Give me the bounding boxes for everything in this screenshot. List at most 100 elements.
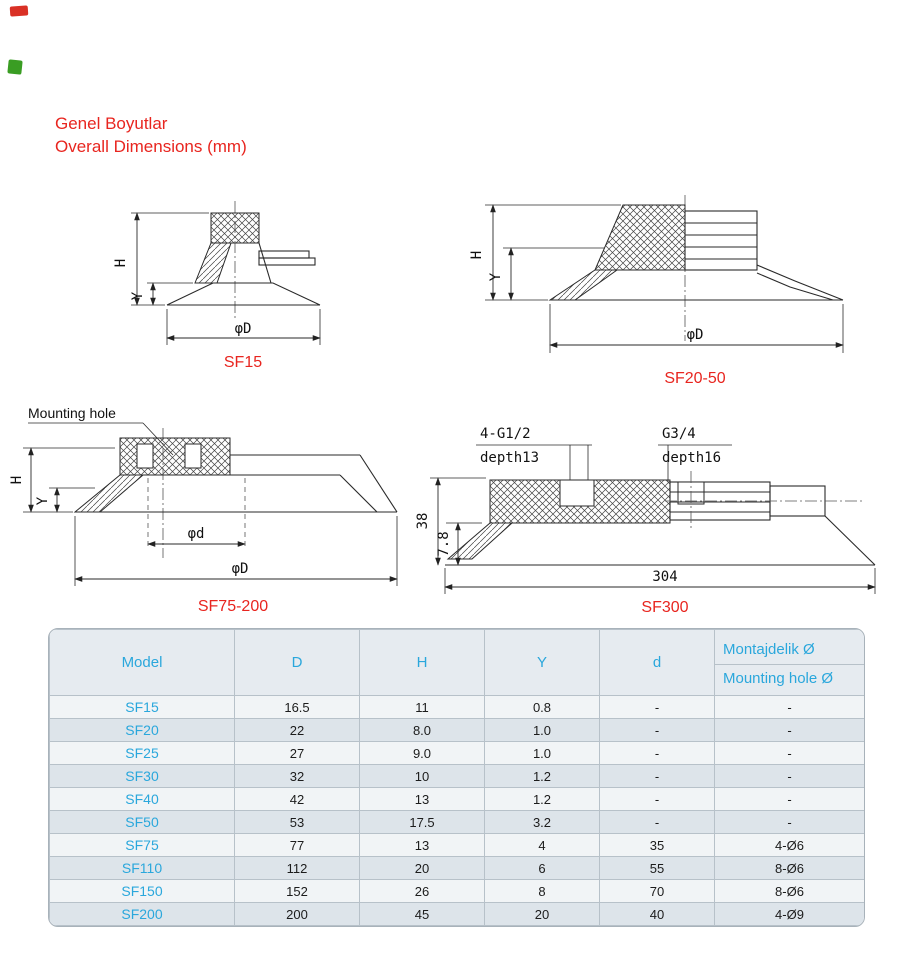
- table-row: SF25 27 9.0 1.0 - -: [49, 741, 864, 765]
- table-row: SF40 42 13 1.2 - -: [49, 787, 864, 811]
- mounting-hole-label: Mounting hole: [28, 405, 116, 421]
- table-row: SF15 16.5 11 0.8 - -: [49, 695, 864, 719]
- sf300-depth2: depth16: [662, 450, 721, 466]
- sf75-200-cup-section: [73, 437, 398, 513]
- header-d: d: [599, 629, 715, 696]
- cell-H: 8.0: [359, 718, 485, 742]
- sf15-dimensions: H Y φD: [113, 212, 321, 345]
- sf15-cup-section: [166, 212, 321, 306]
- table-row: SF110 112 20 6 55 8-Ø6: [49, 856, 864, 880]
- cell-model: SF30: [49, 764, 235, 788]
- cell-H: 13: [359, 833, 485, 857]
- drawing-sf20-50: H Y φD SF20-50: [469, 195, 844, 387]
- sf300-cup-section: [445, 471, 876, 566]
- cell-model: SF40: [49, 787, 235, 811]
- cell-Y: 1.0: [484, 718, 600, 742]
- cell-d: -: [599, 741, 715, 765]
- sf75-200-dim-d: φd: [188, 526, 205, 542]
- cell-H: 13: [359, 787, 485, 811]
- cell-d: -: [599, 810, 715, 834]
- header-mounting-hole-en: Mounting hole Ø: [723, 669, 834, 687]
- sf75-200-label: SF75-200: [198, 598, 268, 615]
- sf300-dim-304: 304: [652, 569, 677, 585]
- title-english: Overall Dimensions (mm): [55, 137, 247, 156]
- cell-mount: -: [714, 787, 864, 811]
- cell-model: SF25: [49, 741, 235, 765]
- cell-model: SF110: [49, 856, 235, 880]
- cell-D: 53: [234, 810, 360, 834]
- sf300-callout-g34: G3/4 depth16: [658, 426, 732, 482]
- header-D: D: [234, 629, 360, 696]
- sf15-label: SF15: [224, 354, 262, 371]
- table-row: SF75 77 13 4 35 4-Ø6: [49, 833, 864, 857]
- table-row: SF150 152 26 8 70 8-Ø6: [49, 879, 864, 903]
- sf300-label: SF300: [641, 599, 688, 616]
- sf300-thread1: 4-G1/2: [480, 426, 531, 442]
- title-turkish: Genel Boyutlar: [55, 114, 168, 133]
- cell-D: 112: [234, 856, 360, 880]
- cell-Y: 1.2: [484, 787, 600, 811]
- logo-fragment-red: [9, 5, 29, 17]
- cell-mount: -: [714, 810, 864, 834]
- cell-model: SF150: [49, 879, 235, 903]
- cell-model: SF15: [49, 695, 235, 719]
- cell-d: -: [599, 764, 715, 788]
- header-Y: Y: [484, 629, 600, 696]
- cell-D: 22: [234, 718, 360, 742]
- cell-d: 40: [599, 902, 715, 926]
- cell-d: 35: [599, 833, 715, 857]
- cell-mount: -: [714, 764, 864, 788]
- sf20-50-cup-section: [548, 204, 844, 301]
- cell-H: 26: [359, 879, 485, 903]
- table-row: SF20 22 8.0 1.0 - -: [49, 718, 864, 742]
- cell-H: 17.5: [359, 810, 485, 834]
- cell-D: 27: [234, 741, 360, 765]
- header-mounting-hole: Montajdelik Ø Mounting hole Ø: [714, 629, 864, 696]
- sf300-thread2: G3/4: [662, 426, 696, 442]
- cell-H: 20: [359, 856, 485, 880]
- cell-model: SF50: [49, 810, 235, 834]
- sf300-depth1: depth13: [480, 450, 539, 466]
- dimensions-table: Model D H Y d Montajdelik Ø Mounting hol…: [48, 628, 865, 927]
- drawing-sf300: 4-G1/2 depth13 G3/4 depth16: [415, 426, 876, 616]
- drawing-sf75-200: Mounting hole H Y φd: [9, 405, 398, 615]
- cell-mount: -: [714, 695, 864, 719]
- sf300-dimensions: 38 7.8 304: [415, 477, 876, 594]
- cell-mount: -: [714, 741, 864, 765]
- cell-mount: 4-Ø6: [714, 833, 864, 857]
- header-model: Model: [49, 629, 235, 696]
- cell-Y: 1.2: [484, 764, 600, 788]
- cell-H: 10: [359, 764, 485, 788]
- cell-D: 32: [234, 764, 360, 788]
- table-header-row: Model D H Y d Montajdelik Ø Mounting hol…: [49, 629, 864, 696]
- cell-D: 77: [234, 833, 360, 857]
- sf20-50-dimensions: H Y φD: [469, 204, 844, 353]
- sf20-50-label: SF20-50: [664, 370, 725, 387]
- sf15-dim-y: Y: [130, 291, 146, 300]
- cell-mount: 4-Ø9: [714, 902, 864, 926]
- cell-d: -: [599, 787, 715, 811]
- header-mounting-hole-tr: Montajdelik Ø: [715, 634, 864, 665]
- sf75-200-dimensions: H Y φd φD: [9, 447, 398, 586]
- cell-model: SF75: [49, 833, 235, 857]
- sf20-50-dim-y: Y: [488, 272, 504, 281]
- cell-d: 70: [599, 879, 715, 903]
- cell-Y: 4: [484, 833, 600, 857]
- cell-D: 42: [234, 787, 360, 811]
- cell-D: 152: [234, 879, 360, 903]
- sf300-dim-38: 38: [415, 513, 431, 530]
- table-row: SF50 53 17.5 3.2 - -: [49, 810, 864, 834]
- cell-model: SF200: [49, 902, 235, 926]
- sf75-200-dim-h: H: [9, 476, 25, 484]
- cell-Y: 20: [484, 902, 600, 926]
- cell-Y: 8: [484, 879, 600, 903]
- sf20-50-dim-D: φD: [687, 327, 704, 343]
- cell-Y: 6: [484, 856, 600, 880]
- cell-model: SF20: [49, 718, 235, 742]
- cell-d: -: [599, 695, 715, 719]
- sf20-50-dim-h: H: [469, 251, 485, 259]
- table-row: SF30 32 10 1.2 - -: [49, 764, 864, 788]
- table-row: SF200 200 45 20 40 4-Ø9: [49, 902, 864, 926]
- sf75-200-dim-D: φD: [232, 561, 249, 577]
